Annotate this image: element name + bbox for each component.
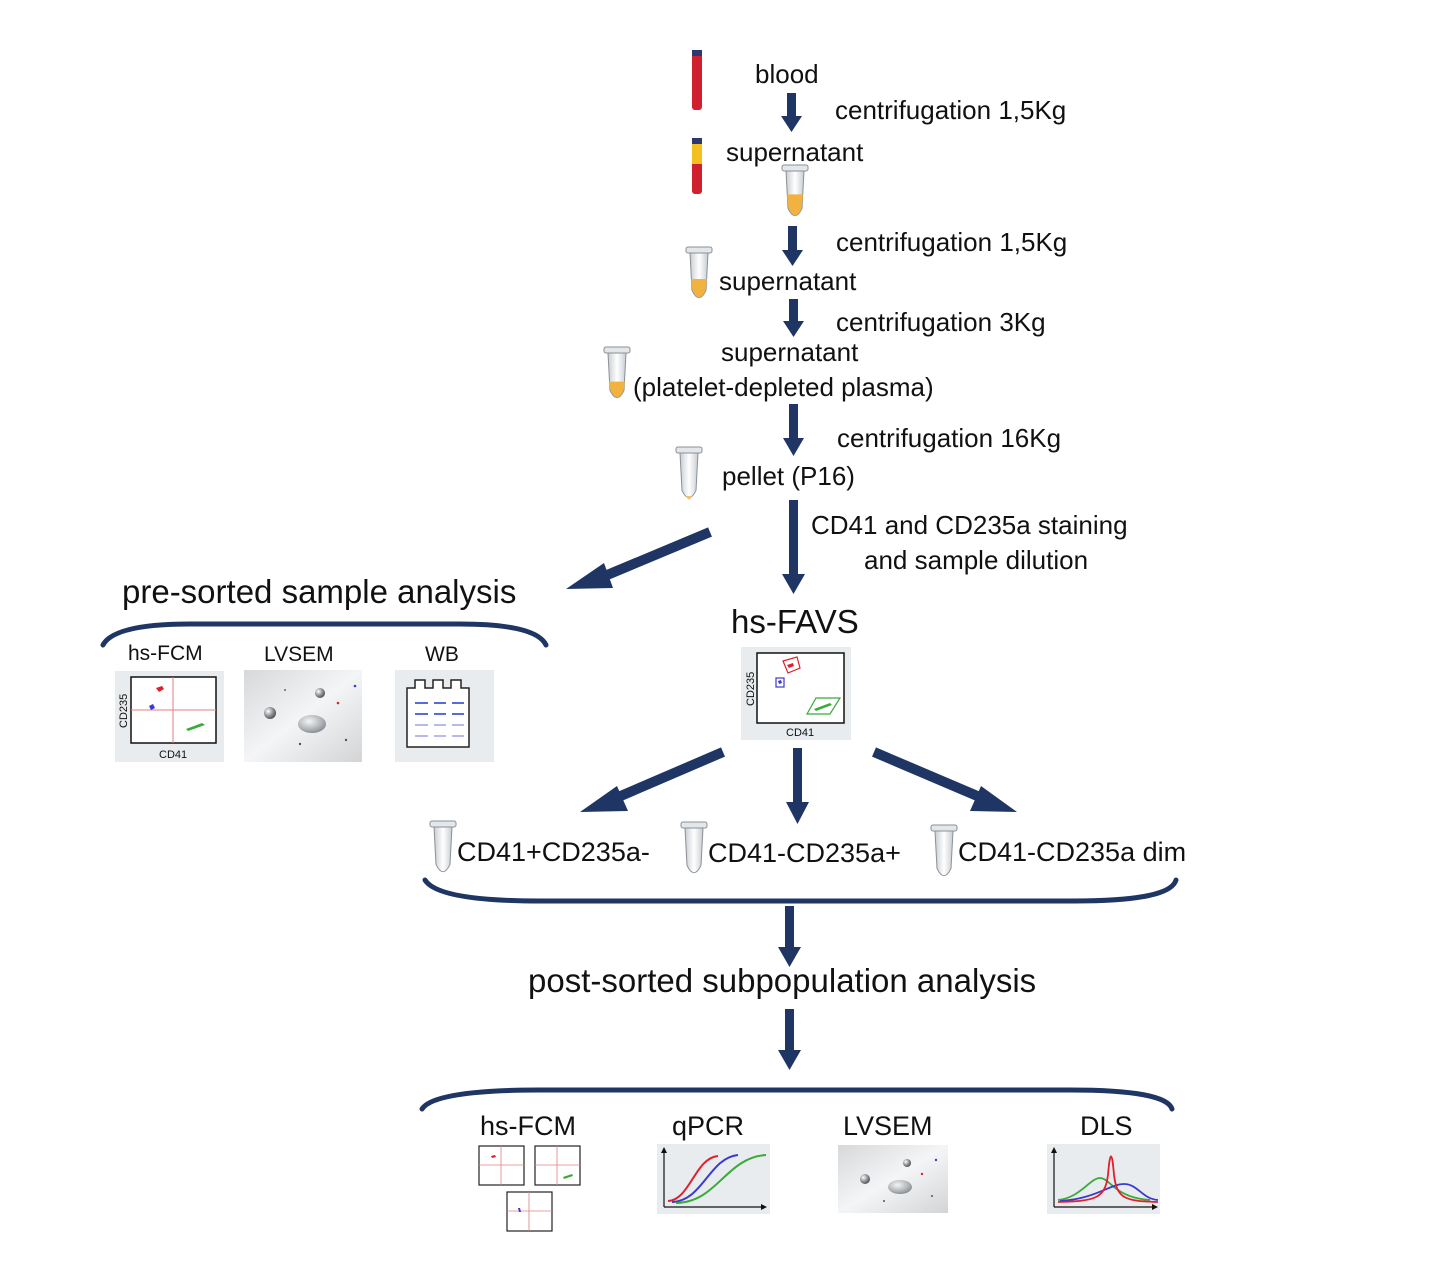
subpop-tube-2-icon (680, 821, 708, 874)
label-centrifugation-2: centrifugation 1,5Kg (836, 227, 1067, 257)
brace-subpops (422, 877, 1179, 904)
flow-arrows (566, 93, 1017, 1070)
post-method-dls: DLS (1080, 1111, 1133, 1141)
presorted-fcm-ylabel: CD235 (118, 694, 130, 728)
favs-ylabel: CD235 (745, 672, 757, 706)
arrow-blood-to-supernatant (781, 93, 802, 132)
braces (100, 621, 1179, 1112)
blood-tube-icon (692, 50, 702, 110)
arrow-supernatant-1-to-2 (782, 226, 803, 266)
arrow-to-presorted (566, 527, 712, 589)
separated-blood-tube-icon (692, 138, 702, 194)
arrow-favs-to-middle-subpop (786, 748, 809, 824)
label-centrifugation-3: centrifugation 3Kg (836, 307, 1046, 337)
arrow-favs-to-right-subpop (872, 747, 1017, 812)
label-supernatant-3: supernatant (721, 337, 859, 367)
post-method-lvsem: LVSEM (843, 1111, 933, 1141)
supernatant-tube-1-icon (781, 164, 809, 217)
arrow-pellet-to-favs (782, 500, 805, 594)
subpop-label-3: CD41-CD235a dim (958, 837, 1186, 867)
postsorted-title: post-sorted subpopulation analysis (528, 962, 1036, 999)
presorted-method-labels: hs-FCM LVSEM WB (128, 642, 459, 666)
subpop-tube-1-icon (429, 820, 457, 873)
label-blood: blood (755, 59, 819, 89)
post-fcm-plots (478, 1145, 581, 1232)
post-method-fcm: hs-FCM (480, 1111, 576, 1141)
presorted-lvsem-image (244, 670, 362, 762)
arrow-plasma-to-pellet (783, 404, 804, 456)
arrow-to-postsorted (778, 906, 801, 967)
arrow-supernatant-2-to-3 (783, 299, 804, 337)
brace-presorted (100, 621, 549, 648)
post-lvsem-image (838, 1145, 948, 1213)
subpop-labels: CD41+CD235a- CD41-CD235a+ CD41-CD235a di… (457, 837, 1186, 868)
label-platelet-depleted-plasma: (platelet-depleted plasma) (633, 372, 934, 402)
label-staining-line1: CD41 and CD235a staining (811, 510, 1128, 540)
label-pellet: pellet (P16) (722, 461, 855, 491)
label-centrifugation-4: centrifugation 16Kg (837, 423, 1061, 453)
process-labels: blood centrifugation 1,5Kg supernatant c… (633, 59, 1128, 575)
subpop-label-1: CD41+CD235a- (457, 837, 650, 867)
supernatant-tube-2-icon (685, 246, 713, 299)
plasma-tube-icon (603, 346, 631, 399)
arrow-favs-to-left-subpop (580, 747, 725, 812)
post-dls-plot (1047, 1144, 1160, 1214)
presorted-method-wb: WB (425, 643, 459, 666)
label-supernatant-2: supernatant (719, 266, 857, 296)
presorted-wb-gel (395, 670, 494, 762)
postsorted-method-labels: hs-FCM qPCR LVSEM DLS (480, 1111, 1133, 1141)
microtubes (429, 164, 958, 877)
pellet-tube-icon (675, 446, 703, 500)
arrow-to-post-methods (778, 1009, 801, 1070)
brace-postsorted (419, 1087, 1175, 1112)
presorted-method-fcm: hs-FCM (128, 642, 203, 665)
favs-title: hs-FAVS (731, 603, 859, 640)
subpop-tube-3-icon (930, 824, 958, 877)
post-qpcr-plot (657, 1144, 770, 1214)
label-centrifugation-1: centrifugation 1,5Kg (835, 95, 1066, 125)
post-method-qpcr: qPCR (672, 1111, 744, 1141)
subpop-label-2: CD41-CD235a+ (708, 838, 901, 868)
presorted-fcm-xlabel: CD41 (159, 749, 187, 761)
favs-xlabel: CD41 (786, 727, 814, 739)
favs-sort-plot: CD41 CD235 (741, 647, 851, 740)
label-staining-line2: and sample dilution (864, 545, 1088, 575)
presorted-method-lvsem: LVSEM (264, 643, 334, 666)
presorted-fcm-plot: CD41 CD235 (115, 671, 224, 762)
presorted-title: pre-sorted sample analysis (122, 573, 516, 610)
label-supernatant-1: supernatant (726, 137, 864, 167)
